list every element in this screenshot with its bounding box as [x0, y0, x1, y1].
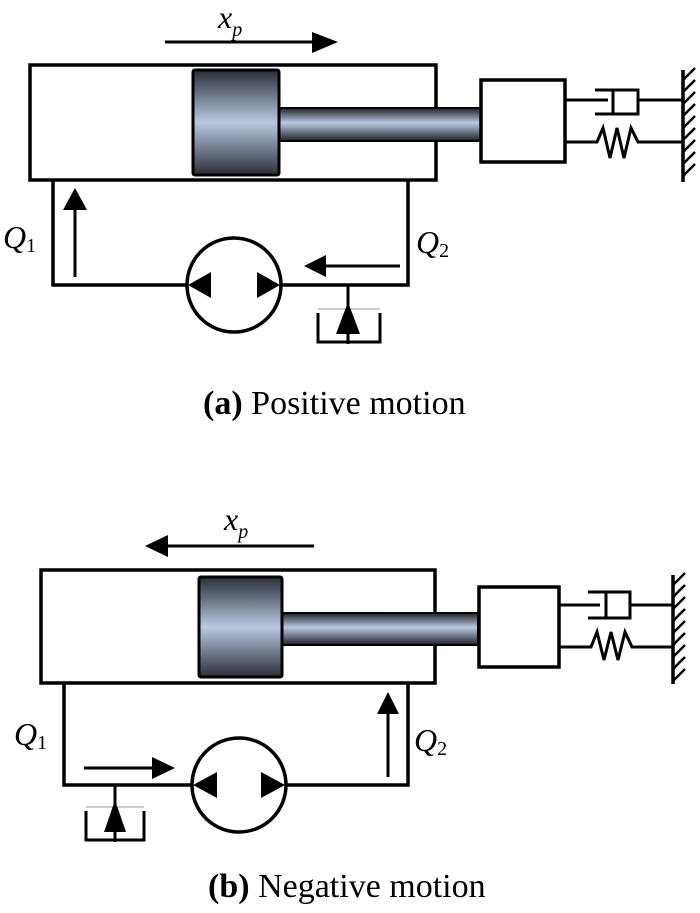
piston-rod [281, 612, 479, 646]
flow-label-q2-a: Q2 [416, 224, 449, 262]
fixed-wall-icon [671, 572, 686, 684]
motion-arrow-left [145, 535, 314, 557]
line-port-2 [281, 180, 410, 287]
flow-arrow-q2-left [304, 255, 400, 277]
flow-label-q1-b: Q1 [14, 716, 47, 754]
piston [191, 68, 281, 177]
flow-label-q2-b: Q2 [414, 722, 447, 760]
caption-a: (a) Positive motion [203, 385, 466, 422]
flow-arrow-q1-right [84, 757, 175, 779]
panel-a: xp [3, 0, 696, 422]
panel-b: xp [14, 501, 686, 905]
piston-rod [278, 107, 482, 142]
damper-icon [565, 88, 683, 116]
tank-check-valve-icon [316, 285, 382, 344]
damper-icon [559, 590, 673, 620]
fixed-wall-icon [681, 67, 696, 182]
line-port-2 [286, 683, 410, 787]
pump-icon [190, 736, 288, 834]
flow-arrow-q2-up [377, 692, 399, 777]
tank-check-valve-icon [84, 785, 146, 842]
load-mass [477, 585, 561, 669]
flow-arrow-q1-up [63, 188, 87, 277]
line-port-1 [51, 180, 187, 287]
piston [197, 575, 284, 679]
spring-icon [565, 123, 683, 159]
caption-b: (b) Negative motion [208, 868, 486, 905]
pump-icon [185, 236, 283, 334]
line-port-1 [62, 683, 193, 787]
spring-icon [559, 627, 673, 661]
load-mass [479, 78, 567, 164]
motion-label-xp-b: xp [223, 501, 248, 543]
motion-arrow-right [165, 32, 338, 53]
motion-label-xp-a: xp [217, 0, 242, 41]
flow-label-q1-a: Q1 [3, 219, 36, 257]
